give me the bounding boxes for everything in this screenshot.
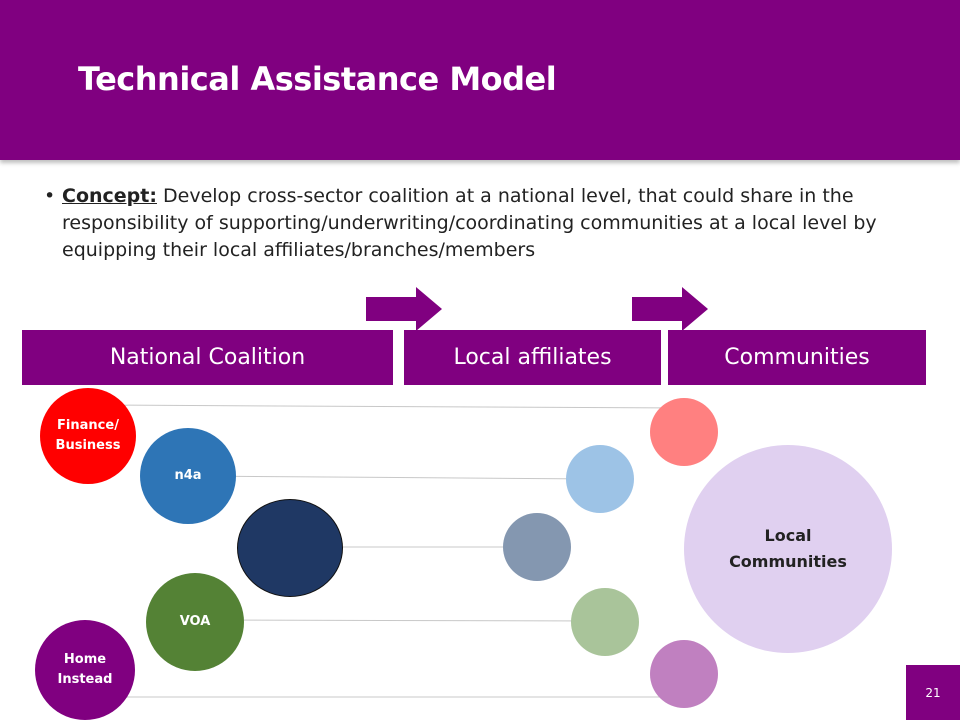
local-communities-circle: Local Communities bbox=[684, 445, 892, 653]
stage-national-coalition: National Coalition bbox=[22, 330, 393, 385]
stage-label: Local affiliates bbox=[453, 345, 612, 370]
node-label: VOA bbox=[179, 614, 211, 629]
stage-label: Communities bbox=[724, 345, 870, 370]
title-banner: Technical Assistance Model bbox=[0, 0, 960, 160]
arrow-right-icon bbox=[366, 287, 442, 331]
affiliate-blue bbox=[566, 445, 634, 513]
connector-line bbox=[89, 404, 685, 409]
stage-label: National Coalition bbox=[109, 345, 306, 370]
node-navy bbox=[237, 499, 343, 597]
node-n4a: n4a bbox=[140, 428, 236, 524]
node-label: Finance/ Business bbox=[55, 418, 121, 453]
concept-text: Develop cross-sector coalition at a nati… bbox=[62, 185, 877, 261]
connector-line bbox=[194, 619, 606, 622]
node-label: Home Instead bbox=[57, 652, 113, 687]
stage-local-affiliates: Local affiliates bbox=[404, 330, 661, 385]
arrow-right-icon bbox=[632, 287, 708, 331]
community-pink bbox=[650, 640, 718, 708]
node-home-instead: Home Instead bbox=[35, 620, 135, 720]
connector-line bbox=[189, 475, 601, 480]
node-label: Local Communities bbox=[729, 526, 847, 571]
community-red bbox=[650, 398, 718, 466]
concept-paragraph: Concept: Develop cross-sector coalition … bbox=[62, 183, 912, 264]
affiliate-green bbox=[571, 588, 639, 656]
node-voa: VOA bbox=[146, 573, 244, 671]
page-number: 21 bbox=[906, 665, 960, 720]
node-label: n4a bbox=[174, 468, 202, 483]
affiliate-gray bbox=[503, 513, 571, 581]
page-title: Technical Assistance Model bbox=[78, 60, 557, 98]
concept-label: Concept: bbox=[62, 185, 157, 207]
stage-communities: Communities bbox=[668, 330, 926, 385]
page-number-label: 21 bbox=[925, 685, 941, 700]
bullet-dot-icon: • bbox=[44, 185, 56, 207]
node-finance-business: Finance/ Business bbox=[40, 388, 136, 484]
